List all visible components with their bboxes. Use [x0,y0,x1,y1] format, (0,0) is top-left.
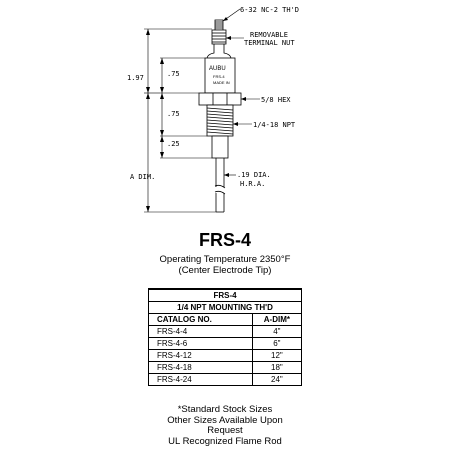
dimension-lines [147,29,163,212]
terminal-nut [211,29,227,45]
label-rod-dia-2: H.R.A. [240,180,265,188]
note-line-4: UL Recognized Flame Rod [168,435,282,447]
hex-nut [198,92,242,106]
dim-lower: .25 [167,140,180,148]
catalog-cell: FRS-4-24 [148,373,253,386]
label-npt: 1/4-18 NPT [253,121,296,129]
label-thread-top: 6-32 NC-2 TH'D [240,6,299,14]
product-subtitle-2: (Center Electrode Tip) [178,265,272,276]
label-hex: 5/8 HEX [261,96,291,104]
threaded-stud [214,19,224,31]
label-terminal-nut-2: TERMINAL NUT [244,39,295,47]
adim-cell: 6" [251,337,303,350]
label-terminal-nut-1: REMOVABLE [250,31,288,39]
catalog-cell: FRS-4-18 [148,361,253,374]
extension-lines [144,28,216,213]
adim-cell: 24" [251,373,303,386]
table-row: FRS-4-24 24" [148,373,303,386]
table-row: FRS-4-6 6" [148,337,303,350]
electrode-rod [214,158,226,213]
label-rod-dia-1: .19 DIA. [237,171,271,179]
dim-middle: .75 [167,110,180,118]
dim-upper: .75 [167,70,180,78]
catalog-table: FRS-4 1/4 NPT MOUNTING TH'D CATALOG NO. … [148,288,303,386]
note-line-2: Other Sizes Available Upon [167,414,283,426]
adim-cell: 18" [251,361,303,374]
product-subtitle-1: Operating Temperature 2350°F [159,254,291,265]
catalog-cell: FRS-4-6 [148,337,253,350]
insulator-body [204,57,236,94]
table-subtitle: 1/4 NPT MOUNTING TH'D [148,301,302,314]
adim-cell: 12" [251,349,303,362]
notes: *Standard Stock Sizes Other Sizes Availa… [0,404,450,447]
product-title: FRS-4 [198,230,251,250]
shank [211,135,229,159]
table-row: FRS-4-18 18" [148,361,303,374]
body-marking-brand: AUBU [209,66,226,72]
adim-cell: 4" [251,325,303,338]
table-title: FRS-4 [148,288,302,302]
table-row: FRS-4-4 4" [148,325,303,338]
table-row: FRS-4-12 12" [148,349,303,362]
catalog-cell: FRS-4-4 [148,325,253,338]
npt-threads [206,104,234,137]
insulator-neck [206,44,215,59]
dim-total: 1.97 [127,74,144,82]
note-line-3: Request [207,425,243,436]
dim-a: A DIM. [130,173,155,181]
column-header-catalog: CATALOG NO. [148,313,253,326]
column-header-adim: A-DIM* [251,313,303,326]
body-marking-model: FRS-4 [213,74,225,79]
catalog-cell: FRS-4-12 [148,349,253,362]
note-line-1: *Standard Stock Sizes [177,404,273,415]
body-marking-origin: MADE IN [213,80,230,85]
